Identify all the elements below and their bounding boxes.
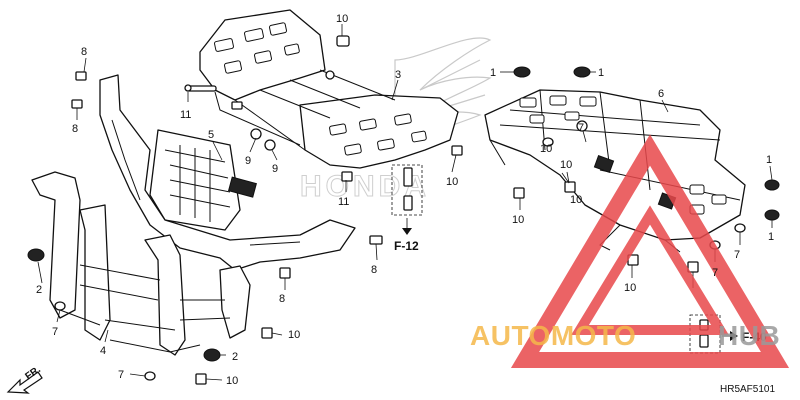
callout-label: 10: [560, 159, 572, 171]
callout-label: 10: [336, 13, 348, 25]
front-cover-panel: [99, 74, 356, 271]
callout-label: 7: [734, 249, 740, 261]
front-guard-part-4: [31, 171, 251, 356]
callout-labels: 10 8 8 11 5 9 9 3 11 10 1 1 6 1 7 10 10 …: [36, 13, 774, 387]
watermark-triangle-logo: [510, 134, 790, 368]
callout-label: 9: [245, 155, 251, 167]
callout-label: 10: [512, 214, 524, 226]
hardware-items: [27, 35, 780, 385]
callout-label: 3: [395, 69, 401, 81]
callout-label: 10: [446, 176, 458, 188]
callout-label: 9: [272, 163, 278, 175]
callout-label: 11: [338, 196, 349, 208]
callout-label: 1: [490, 67, 496, 79]
callout-label: 1: [598, 67, 604, 79]
callout-label: 8: [279, 293, 285, 305]
callout-label: 6: [658, 88, 664, 100]
callout-label: 8: [72, 123, 78, 135]
front-carrier-rack-part-3: [199, 9, 459, 169]
callout-label: 8: [81, 46, 87, 58]
callout-label: 1: [766, 154, 772, 166]
callout-label: 7: [712, 267, 718, 279]
callout-label: 10: [570, 194, 582, 206]
callout-label: 1: [768, 231, 774, 243]
callout-label: 10: [624, 282, 636, 294]
diagram-code: HR5AF5101: [720, 384, 775, 395]
callout-label: 10: [288, 329, 300, 341]
callout-label: 7: [52, 326, 58, 338]
callout-label: 7: [578, 122, 584, 134]
storage-box-part-5: [149, 129, 257, 231]
section-ref-f12: F-12: [394, 239, 419, 253]
callout-label: 10: [540, 143, 552, 155]
callout-label: 5: [208, 129, 214, 141]
site-watermark-part1: AUTOMOTO: [470, 320, 636, 351]
callout-label: 8: [371, 264, 377, 276]
leader-lines: [37, 24, 773, 381]
callout-label: 7: [118, 369, 124, 381]
front-direction-arrow: [6, 371, 43, 394]
callout-label: 2: [36, 284, 42, 296]
callout-label: 10: [226, 375, 238, 387]
rear-carrier-rack-part-6: [484, 89, 746, 253]
site-watermark-part2: HUB: [718, 320, 780, 351]
callout-label: 4: [100, 345, 106, 357]
callout-label: 11: [180, 109, 191, 121]
callout-label: 2: [232, 351, 238, 363]
